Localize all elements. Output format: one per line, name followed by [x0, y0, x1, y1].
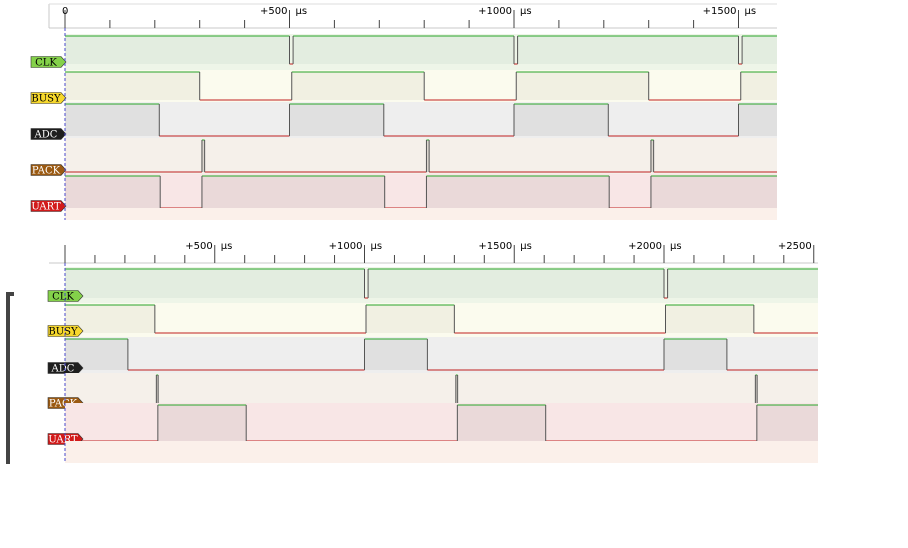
signal-row-busy — [65, 70, 777, 106]
signal-label: PACK — [32, 166, 61, 177]
tick-label: +500 — [260, 6, 287, 17]
signal-high-segment — [650, 140, 654, 172]
tick-label: +1000 — [329, 241, 363, 252]
signal-high-segment — [156, 375, 159, 405]
signal-high-segment — [293, 36, 514, 64]
signal-row-uart — [65, 174, 777, 214]
signal-high-segment — [650, 176, 777, 208]
signal-tag-shape — [30, 92, 67, 104]
signal-tag-uart[interactable]: UART — [30, 200, 67, 213]
signal-label: PACK — [49, 399, 78, 410]
signal-tag-shape — [30, 200, 67, 212]
signal-row-pack — [65, 138, 777, 178]
signal-high-segment — [457, 405, 546, 441]
signal-label: BUSY — [31, 94, 61, 105]
tick-label: +1500 — [703, 6, 737, 17]
signal-band — [65, 102, 777, 142]
signal-high-segment — [291, 72, 425, 100]
signal-row-uart — [65, 403, 818, 447]
signal-high-segment — [426, 176, 610, 208]
signal-label: ADC — [51, 364, 75, 375]
signal-high-segment — [65, 36, 290, 64]
signal-row-adc — [65, 337, 818, 376]
signal-high-segment — [740, 72, 777, 100]
signal-high-segment — [157, 405, 247, 441]
signal-tag-busy[interactable]: BUSY — [30, 92, 67, 105]
signal-high-segment — [365, 305, 455, 333]
signal-high-segment — [514, 104, 609, 136]
signal-label: BUSY — [48, 327, 78, 338]
signal-high-segment — [201, 176, 385, 208]
signal-tag-shape — [30, 56, 67, 68]
tick-unit: μs — [520, 241, 532, 252]
tick-unit: μs — [670, 241, 682, 252]
tick-unit: μs — [520, 6, 532, 17]
signal-high-segment — [364, 339, 428, 370]
tick-label: +1000 — [478, 6, 512, 17]
signal-row-clk — [65, 267, 818, 304]
tick-label: +500 — [185, 241, 212, 252]
signal-high-segment — [65, 176, 161, 208]
signal-high-segment — [756, 405, 818, 441]
signal-tag-pack[interactable]: PACK — [30, 164, 67, 177]
tick-unit: μs — [296, 6, 308, 17]
bottom-band — [65, 441, 818, 463]
signal-high-segment — [738, 104, 777, 136]
signal-band — [65, 138, 777, 178]
signal-high-segment — [664, 339, 727, 370]
signal-high-segment — [426, 140, 430, 172]
signal-label: UART — [48, 435, 78, 446]
signal-high-segment — [665, 305, 754, 333]
signal-row-clk — [65, 34, 777, 70]
group-bracket — [6, 292, 14, 464]
signal-high-segment — [517, 36, 739, 64]
signal-tag-adc[interactable]: ADC — [30, 128, 67, 141]
signal-row-adc — [65, 102, 777, 142]
tick-label: 0 — [62, 6, 68, 17]
tick-unit: μs — [745, 6, 757, 17]
tick-label: +2000 — [628, 241, 662, 252]
bottom-band — [65, 208, 777, 220]
signal-high-segment — [755, 375, 758, 405]
signal-label: UART — [31, 202, 61, 213]
signal-high-segment — [455, 375, 458, 405]
signal-high-segment — [516, 72, 649, 100]
signal-high-segment — [368, 269, 664, 298]
tick-unit: μs — [371, 241, 383, 252]
signal-high-segment — [667, 269, 818, 298]
tick-label: +1500 — [478, 241, 512, 252]
signal-high-segment — [742, 36, 777, 64]
signal-label: ADC — [34, 130, 58, 141]
signal-high-segment — [65, 269, 365, 298]
signal-tag-clk[interactable]: CLK — [30, 56, 67, 69]
signal-label: CLK — [52, 292, 74, 303]
signal-tag-shape — [30, 128, 67, 140]
signal-high-segment — [289, 104, 384, 136]
signal-high-segment — [201, 140, 205, 172]
signal-label: CLK — [35, 58, 57, 69]
signal-high-segment — [65, 72, 200, 100]
tick-unit: μs — [221, 241, 233, 252]
signal-high-segment — [65, 104, 160, 136]
signal-row-busy — [65, 303, 818, 339]
tick-label: +2500 — [778, 241, 812, 252]
signal-tag-shape — [30, 164, 67, 176]
